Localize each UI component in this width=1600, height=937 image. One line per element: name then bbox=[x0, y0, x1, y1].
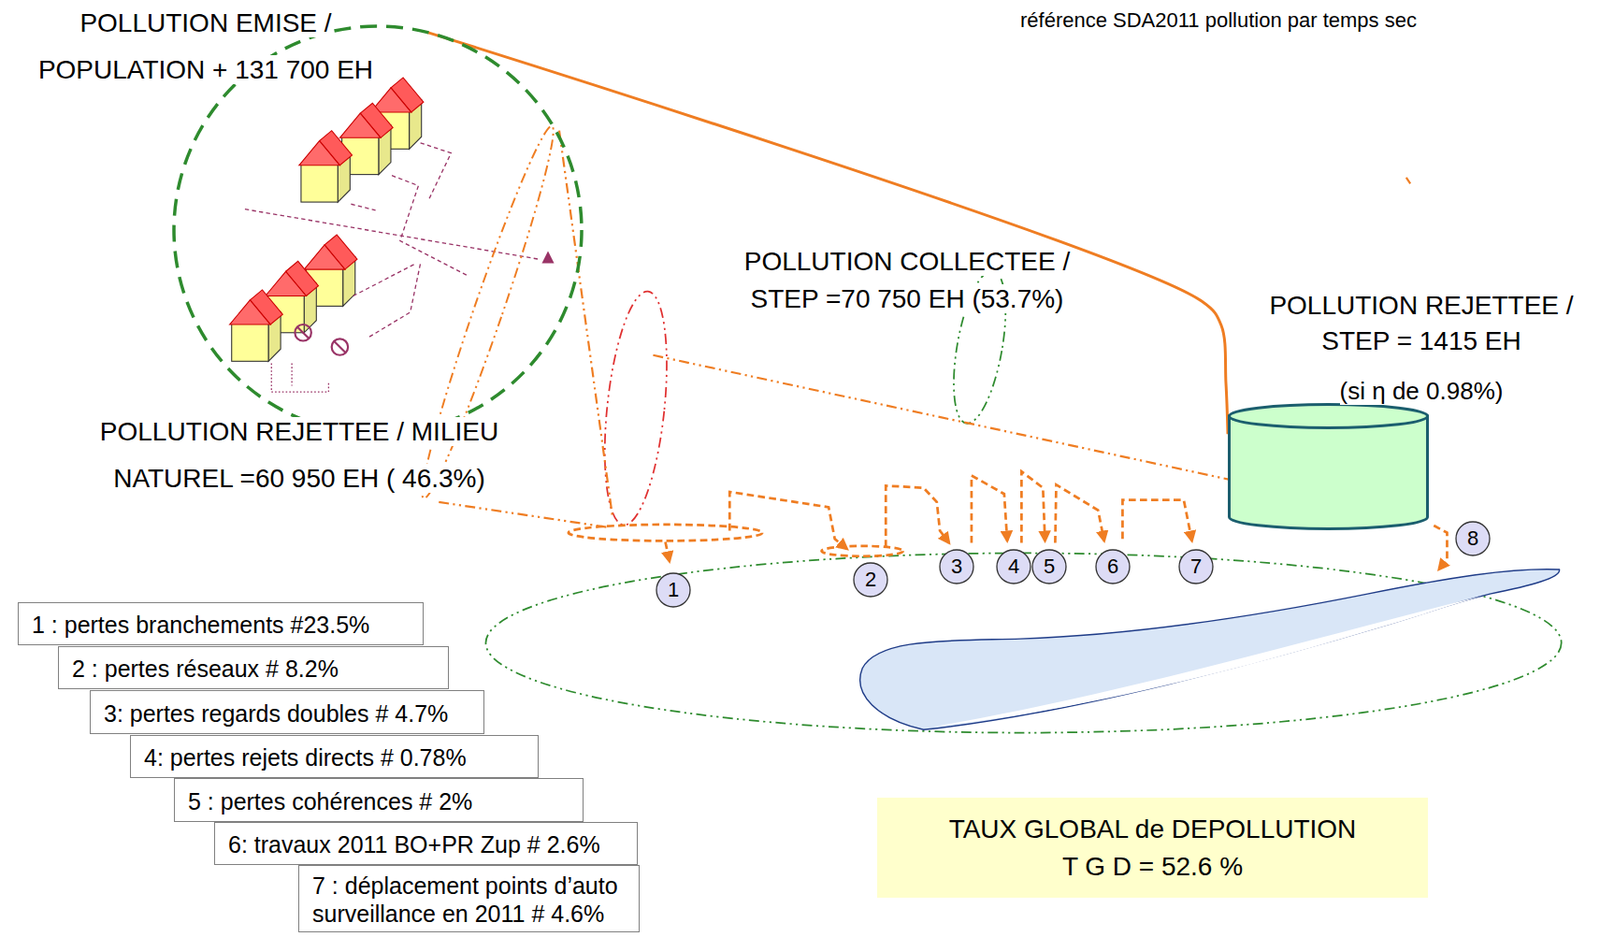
callout-number: 4 bbox=[995, 548, 1032, 585]
callout-number: 3 bbox=[951, 555, 963, 578]
label-holder: référence SDA2011 pollution par temps se… bbox=[1020, 7, 1591, 34]
text-holder: 4 bbox=[995, 548, 1032, 585]
text-holder: 3: pertes regards doubles # 4.7% bbox=[103, 691, 473, 736]
node-text: (si η de 0.98%) bbox=[1340, 376, 1504, 405]
text-holder: 7 : déplacement points d’auto surveillan… bbox=[312, 865, 628, 934]
callout-number: 7 bbox=[1190, 555, 1202, 578]
callout-number: 5 bbox=[1031, 548, 1067, 585]
tank-cylinder bbox=[1227, 403, 1429, 531]
text-holder: POLLUTION EMISE / POPULATION + 131 700 E… bbox=[18, 0, 393, 94]
callout-number: 3 bbox=[938, 548, 975, 585]
mark bbox=[1406, 177, 1411, 185]
callout-circle-outline bbox=[996, 549, 1031, 584]
branchement-lines bbox=[245, 143, 539, 337]
node-text: POLLUTION REJETTEE / STEP = 1415 EH bbox=[1268, 290, 1573, 356]
text-holder: 5 bbox=[1031, 548, 1067, 585]
outlet-triangle bbox=[541, 250, 554, 263]
loss-box: 1 : pertes branchements #23.5% bbox=[17, 602, 424, 646]
callout-circle-outline bbox=[1179, 549, 1213, 584]
node-text: 3: pertes regards doubles # 4.7% bbox=[103, 699, 448, 728]
text-holder: 3 bbox=[938, 548, 975, 585]
text-holder: POLLUTION REJETTEE / STEP = 1415 EH bbox=[1248, 288, 1595, 360]
no-entry-symbol bbox=[294, 324, 348, 356]
text-holder: 2 bbox=[852, 562, 889, 598]
callout-number: 2 bbox=[864, 568, 877, 591]
callout-number: 5 bbox=[1043, 555, 1055, 578]
text-holder: (si η de 0.98%) bbox=[1248, 374, 1595, 408]
callout-number: 4 bbox=[1008, 555, 1020, 578]
river-streak bbox=[934, 595, 1483, 727]
flow-lines bbox=[438, 130, 1230, 529]
node-text: 1 : pertes branchements #23.5% bbox=[31, 610, 370, 639]
text-holder: 1 bbox=[655, 572, 692, 608]
house bbox=[230, 289, 284, 361]
callout-number: 6 bbox=[1095, 548, 1131, 585]
callout-circle-outline bbox=[853, 562, 888, 597]
loss-box: 3: pertes regards doubles # 4.7% bbox=[89, 690, 485, 735]
text-holder: 6 bbox=[1095, 548, 1131, 585]
label-holder: POLLUTION COLLECTEE / STEP =70 750 EH (5… bbox=[729, 243, 1085, 318]
callout-circle-outline bbox=[656, 573, 691, 607]
loss-box: 7 : déplacement points d’auto surveillan… bbox=[298, 864, 640, 933]
node-text: 2 : pertes réseaux # 8.2% bbox=[72, 654, 339, 683]
collected-label: POLLUTION COLLECTEE / STEP =70 750 EH (5… bbox=[744, 246, 1071, 314]
callout-number: 8 bbox=[1467, 527, 1479, 550]
tank-top bbox=[1229, 404, 1428, 429]
callout-number: 6 bbox=[1107, 555, 1119, 578]
step-tank: POLLUTION REJETTEE / STEP = 1415 EH (si η… bbox=[1220, 280, 1597, 535]
node-text: 7 : déplacement points d’auto surveillan… bbox=[312, 871, 628, 928]
loss-ellipse bbox=[594, 288, 677, 529]
node-text: 6: travaux 2011 BO+PR Zup # 2.6% bbox=[228, 830, 601, 859]
callout-number: 7 bbox=[1178, 548, 1214, 585]
node-text: 4: pertes rejets directs # 0.78% bbox=[144, 743, 467, 772]
text-holder: 8 bbox=[1455, 520, 1491, 557]
callout-circle-outline bbox=[1032, 549, 1067, 584]
loss-box: 5 : pertes cohérences # 2% bbox=[173, 778, 584, 822]
loss-box: 6: travaux 2011 BO+PR Zup # 2.6% bbox=[214, 821, 638, 865]
dotted-lines bbox=[271, 363, 329, 393]
text-holder: 7 bbox=[1178, 548, 1214, 585]
callout-circle-outline bbox=[1095, 549, 1130, 584]
result-box: TAUX GLOBAL de DEPOLLUTION T G D = 52.6 … bbox=[877, 797, 1428, 898]
text-holder: 5 : pertes cohérences # 2% bbox=[187, 778, 572, 823]
node-text: 5 : pertes cohérences # 2% bbox=[187, 787, 473, 816]
callout-number: 8 bbox=[1455, 520, 1491, 557]
river bbox=[860, 569, 1560, 731]
loss-box: 4: pertes rejets directs # 0.78% bbox=[129, 735, 539, 779]
population-circle: POLLUTION EMISE / POPULATION + 131 700 E… bbox=[9, 0, 590, 440]
text-holder: TAUX GLOBAL de DEPOLLUTION T G D = 52.6 … bbox=[877, 797, 1428, 898]
text-holder: 4: pertes rejets directs # 0.78% bbox=[144, 735, 527, 779]
node-text: TAUX GLOBAL de DEPOLLUTION T G D = 52.6 … bbox=[942, 810, 1364, 886]
reference-note: référence SDA2011 pollution par temps se… bbox=[1020, 8, 1417, 32]
callout-number: 1 bbox=[667, 578, 679, 602]
house bbox=[299, 130, 353, 202]
text-holder: 2 : pertes réseaux # 8.2% bbox=[72, 647, 437, 691]
callout-number: 2 bbox=[852, 562, 889, 598]
tank-body bbox=[1229, 416, 1428, 529]
loss-box: 2 : pertes réseaux # 8.2% bbox=[57, 646, 449, 690]
callout-circle-outline bbox=[939, 549, 974, 584]
pollution-flow-line bbox=[426, 31, 1228, 434]
text-holder: 6: travaux 2011 BO+PR Zup # 2.6% bbox=[228, 822, 626, 866]
callout-number: 1 bbox=[655, 572, 692, 608]
callout-circle-outline bbox=[1455, 521, 1490, 556]
text-holder: 1 : pertes branchements #23.5% bbox=[31, 603, 412, 647]
population-circle-outline bbox=[173, 26, 582, 434]
node-text: POLLUTION EMISE / POPULATION + 131 700 E… bbox=[38, 8, 374, 85]
discharged-label: POLLUTION REJETTEE / MILIEU NATUREL =60 … bbox=[100, 417, 499, 493]
label-holder: POLLUTION REJETTEE / MILIEU NATUREL =60 … bbox=[93, 408, 505, 503]
